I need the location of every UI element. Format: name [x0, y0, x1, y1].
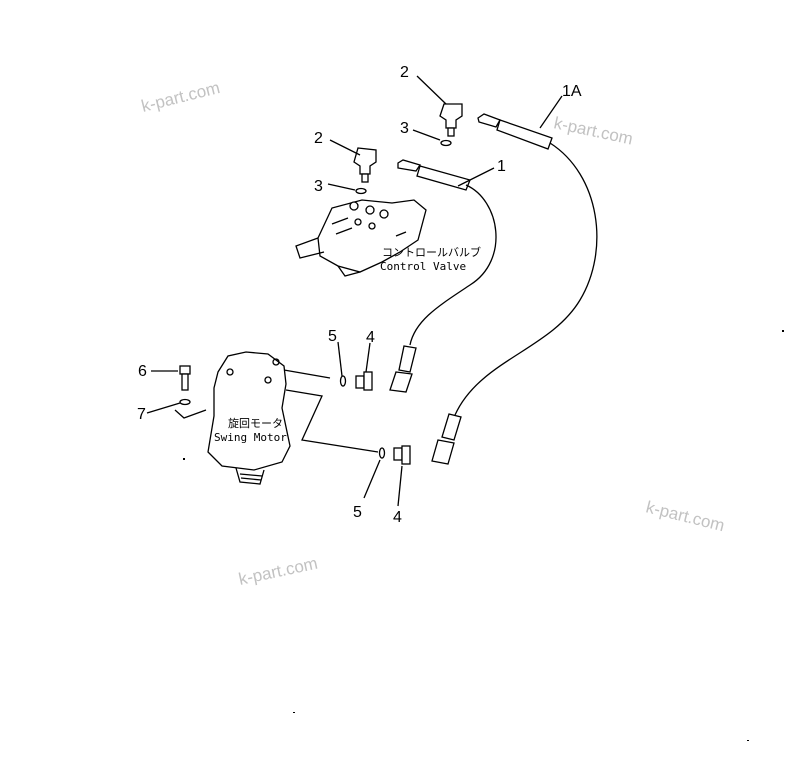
watermark-text: k-part.com — [552, 113, 634, 148]
connector-upper — [355, 371, 373, 391]
swing-motor — [207, 351, 379, 485]
hose-1A — [431, 113, 598, 465]
leader-line — [174, 409, 207, 419]
control-valve-label-jp: コントロールバルブ — [382, 245, 481, 259]
control-valve — [295, 199, 427, 277]
callout-2: 2 — [314, 130, 323, 147]
watermark-text: k-part.com — [644, 497, 727, 535]
callout-5: 5 — [353, 504, 362, 521]
swing-motor-label-jp: 旋回モータ — [228, 416, 283, 430]
swing-motor-label-en: Swing Motor — [214, 431, 287, 444]
o-ring — [378, 447, 386, 459]
callout-1A: 1A — [562, 83, 582, 100]
o-ring — [339, 375, 347, 387]
connector-lower — [393, 445, 411, 465]
callout-5: 5 — [328, 328, 337, 345]
o-ring — [355, 187, 367, 195]
leader-lines — [146, 75, 563, 507]
callout-4: 4 — [366, 329, 375, 346]
hose-1 — [389, 159, 497, 393]
watermark-text: k-part.com — [139, 78, 222, 116]
bolt — [179, 365, 191, 391]
o-ring — [440, 139, 452, 147]
control-valve-label-en: Control Valve — [380, 260, 466, 273]
watermark-text: k-part.com — [237, 554, 319, 589]
callout-2: 2 — [400, 64, 409, 81]
callout-1: 1 — [497, 158, 506, 175]
washer — [179, 398, 191, 406]
scan-specks — [183, 330, 784, 741]
callout-4: 4 — [393, 509, 402, 526]
callout-3: 3 — [400, 120, 409, 137]
callout-6: 6 — [138, 363, 147, 380]
callout-7: 7 — [137, 406, 146, 423]
elbow-fitting-upper — [439, 103, 463, 137]
callout-3: 3 — [314, 178, 323, 195]
